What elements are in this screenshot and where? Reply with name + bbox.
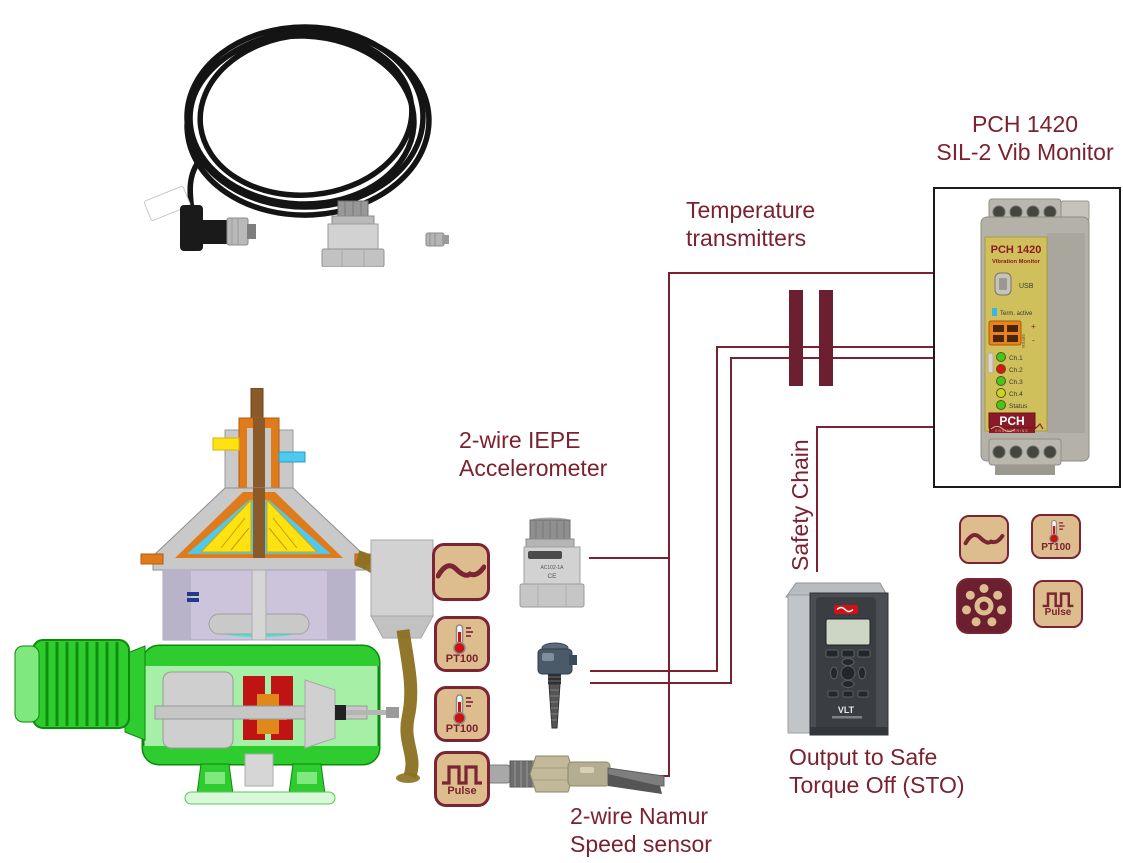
separator-machine — [14, 388, 434, 805]
temperature-transmitters-label: Temperature transmitters — [686, 197, 816, 251]
pulse-icon-tile: Pulse — [434, 751, 490, 807]
thermometer-icon — [453, 694, 473, 725]
vibration-icon-tile-right — [959, 515, 1009, 564]
machine-motor — [14, 639, 146, 741]
device-subtitle-text: Vibration Monitor — [992, 259, 1041, 265]
speed-probe-port — [386, 707, 399, 718]
wire-temp-1 — [590, 346, 963, 672]
namur-speed-sensor — [487, 755, 665, 794]
bearing-icon-tile — [956, 578, 1012, 634]
machine-bowl — [140, 487, 378, 571]
right-angle-connector — [180, 205, 256, 251]
pch-logo-text: PCH — [999, 414, 1024, 428]
svg-text:Status: Status — [1009, 403, 1028, 410]
vibration-wave-icon — [436, 563, 486, 579]
disc-stack-left — [199, 498, 252, 553]
cable-coil — [184, 24, 432, 218]
wire-temp-2 — [590, 357, 963, 684]
machine-cyan-tab — [278, 451, 306, 463]
vlt-drive: VLT — [785, 582, 889, 736]
vibration-icon-tile — [432, 543, 490, 601]
wire-accel-speed — [591, 272, 963, 777]
usb-label: USB — [1019, 283, 1034, 290]
monitor-title: PCH 1420 SIL-2 Vib Monitor — [900, 110, 1123, 166]
pt100-icon-tile-1: PT100 — [434, 616, 490, 672]
probe-stem — [548, 683, 561, 729]
iepe-accelerometer-label: 2-wire IEPE Accelerometer — [459, 427, 608, 481]
term-active-label: Term. active — [1000, 311, 1033, 317]
term-active-led — [992, 308, 997, 316]
ch2-led — [996, 364, 1006, 374]
hex-nut — [529, 755, 575, 793]
pt100-label: PT100 — [445, 653, 479, 665]
drive-nav-pad — [830, 658, 866, 688]
vlt-label: VLT — [838, 705, 855, 715]
safety-chain-label: Safety Chain — [787, 439, 813, 571]
rs485-label: RS485 — [1021, 334, 1026, 348]
monitor-title-line1: PCH 1420 — [971, 111, 1079, 137]
drive-display — [825, 618, 871, 646]
pulse-wave-icon — [1042, 592, 1074, 608]
pulse-icon-tile-right: Pulse — [1033, 580, 1083, 628]
pulse-wave-icon — [442, 765, 482, 785]
namur-speed-sensor-label: 2-wire Namur Speed sensor — [570, 803, 712, 857]
collection-cup — [370, 539, 434, 617]
iepe-accelerometer: AC102-1A CE — [519, 517, 585, 608]
svg-text:Ch.2: Ch.2 — [1009, 367, 1023, 374]
channel-leds: Ch.1 Ch.2 Ch.3 Ch.4 Status — [996, 352, 1028, 410]
ch3-led — [996, 376, 1006, 386]
temperature-sensor — [537, 642, 577, 729]
rs485-terminal: RS485 + - — [988, 320, 1036, 348]
machine-gear-housing — [141, 644, 399, 787]
thermometer-icon — [1049, 519, 1065, 544]
wire-safety-chain — [816, 426, 963, 572]
svg-text:Ch.4: Ch.4 — [1009, 391, 1023, 398]
temp-transmitter-bar-1 — [789, 290, 803, 386]
machine-neck — [212, 417, 306, 491]
pulse-label: Pulse — [447, 785, 477, 797]
fluid-stream — [396, 629, 419, 779]
pt100-label: PT100 — [1041, 542, 1071, 553]
pch-logo: PCH ENGINEERING — [988, 412, 1044, 433]
discharge-outlet — [354, 539, 434, 783]
accelerometer-model: AC102-1A — [540, 565, 564, 571]
thermometer-icon — [453, 624, 473, 655]
svg-text:Ch.3: Ch.3 — [1009, 379, 1023, 386]
svg-text:Ch.1: Ch.1 — [1009, 355, 1023, 362]
front-slot — [987, 352, 994, 374]
vib-monitor-frame: PCH 1420 Vibration Monitor USB Term. act… — [933, 187, 1121, 488]
status-led — [996, 400, 1006, 410]
ce-mark: CE — [547, 573, 557, 580]
machine-yellow-tab — [212, 437, 240, 451]
ch4-led — [996, 388, 1006, 398]
bearing-icon — [962, 584, 1006, 627]
pt100-icon-tile-2: PT100 — [434, 686, 490, 742]
machine-legs — [184, 763, 336, 805]
ctc-logo-band — [528, 551, 562, 559]
accelerometer-cable-kit — [143, 24, 449, 267]
wire-group — [589, 272, 963, 777]
mounting-stud — [425, 232, 449, 247]
pt100-label: PT100 — [445, 723, 479, 735]
monitor-title-line2: SIL-2 Vib Monitor — [936, 139, 1114, 165]
rs485-minus: - — [1032, 336, 1035, 345]
cable-label-tag — [143, 185, 191, 221]
rs485-plus: + — [1031, 322, 1036, 331]
machine-casing — [162, 569, 356, 641]
hex-base — [519, 583, 585, 608]
cable-accelerometer — [321, 200, 385, 267]
disc-stack-right — [266, 498, 319, 553]
vib-monitor-device: PCH 1420 Vibration Monitor USB Term. act… — [980, 198, 1090, 475]
pt100-icon-tile-right: PT100 — [1031, 514, 1081, 559]
sto-output-label: Output to Safe Torque Off (STO) — [789, 744, 965, 798]
temp-transmitter-bar-2 — [819, 290, 833, 386]
ch1-led — [996, 352, 1006, 362]
pulse-label: Pulse — [1044, 607, 1072, 618]
vibration-wave-icon — [963, 532, 1005, 545]
device-model-text: PCH 1420 — [991, 244, 1042, 256]
